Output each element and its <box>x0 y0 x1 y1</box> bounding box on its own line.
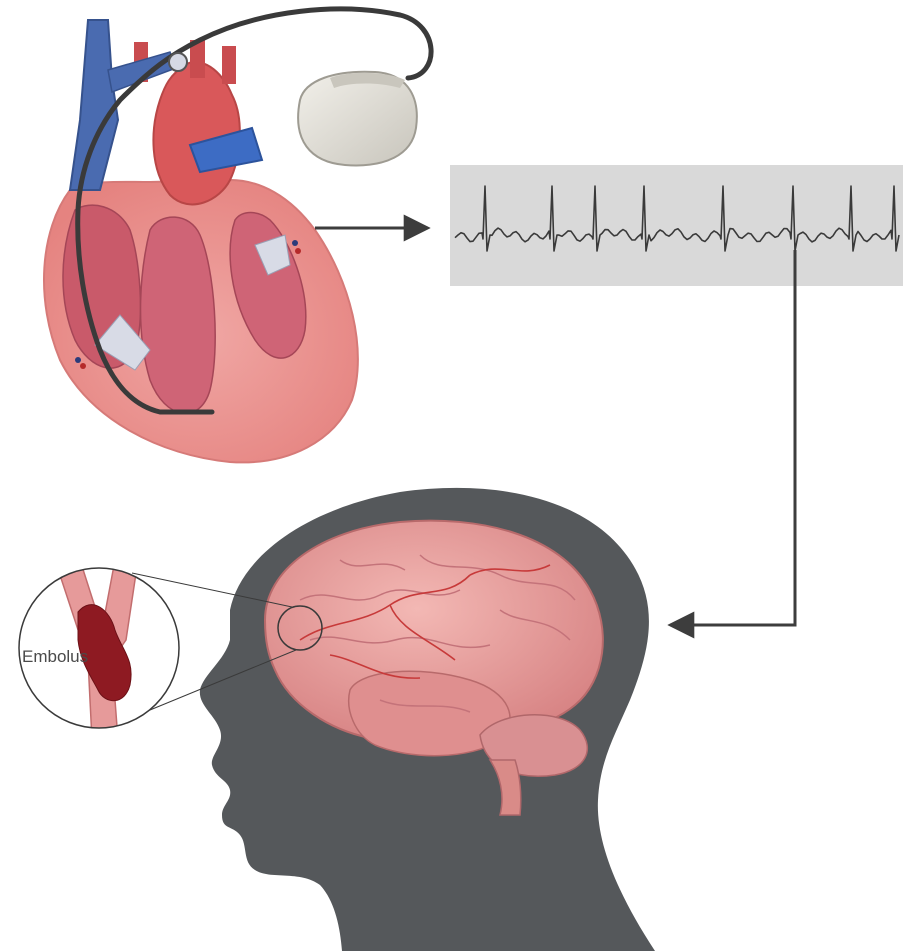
arrow-ecg-to-brain <box>670 250 795 625</box>
ecg-background <box>450 165 903 286</box>
superior-vena-cava <box>70 20 118 190</box>
arch-vessel-3 <box>222 46 236 84</box>
electrode-right <box>292 240 298 246</box>
electrode-left <box>75 357 81 363</box>
embolus-callout: Embolus <box>19 560 179 740</box>
electrode-right-2 <box>295 248 301 254</box>
electrode-left-2 <box>80 363 86 369</box>
lead-connector <box>169 53 187 71</box>
embolus-label: Embolus <box>22 647 88 666</box>
right-ventricle <box>141 217 216 413</box>
ecg-panel <box>450 165 903 286</box>
pacemaker-device <box>298 72 417 166</box>
